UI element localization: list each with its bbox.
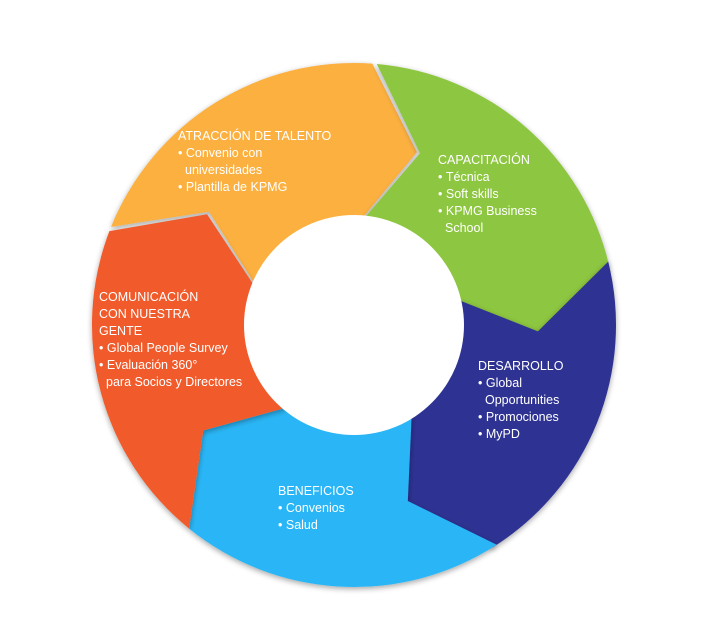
segment-item: Plantilla de KPMG	[178, 179, 368, 196]
center-circle	[244, 215, 464, 435]
segment-label-beneficios: BENEFICIOS Convenios Salud	[278, 483, 398, 534]
segment-label-capacitacion: CAPACITACIÓN Técnica Soft skills KPMG Bu…	[438, 152, 568, 237]
segment-item: Promociones	[478, 409, 588, 426]
segment-item: Global People Survey	[99, 340, 269, 357]
segment-item: Global Opportunities	[478, 375, 588, 409]
segment-beneficios	[189, 407, 497, 587]
segment-item: Convenio con universidades	[178, 145, 368, 179]
segment-label-comunicacion: COMUNICACIÓN CON NUESTRA GENTE Global Pe…	[99, 289, 269, 391]
segment-label-desarrollo: DESARROLLO Global Opportunities Promocio…	[478, 358, 588, 443]
segment-item: Salud	[278, 517, 398, 534]
segment-item: Convenios	[278, 500, 398, 517]
segment-label-atraccion: ATRACCIÓN DE TALENTO Convenio con univer…	[178, 128, 368, 196]
segment-item: MyPD	[478, 426, 588, 443]
segment-title-beneficios: BENEFICIOS	[278, 484, 354, 498]
segment-item: Técnica	[438, 169, 568, 186]
segment-title-comunicacion: COMUNICACIÓN CON NUESTRA GENTE	[99, 290, 199, 338]
segment-title-desarrollo: DESARROLLO	[478, 359, 564, 373]
segment-item: KPMG Business School	[438, 203, 568, 237]
segment-item: Soft skills	[438, 186, 568, 203]
segment-title-capacitacion: CAPACITACIÓN	[438, 153, 530, 167]
segment-title-atraccion: ATRACCIÓN DE TALENTO	[178, 129, 332, 143]
segment-item: Evaluación 360° para Socios y Directores	[99, 357, 269, 391]
